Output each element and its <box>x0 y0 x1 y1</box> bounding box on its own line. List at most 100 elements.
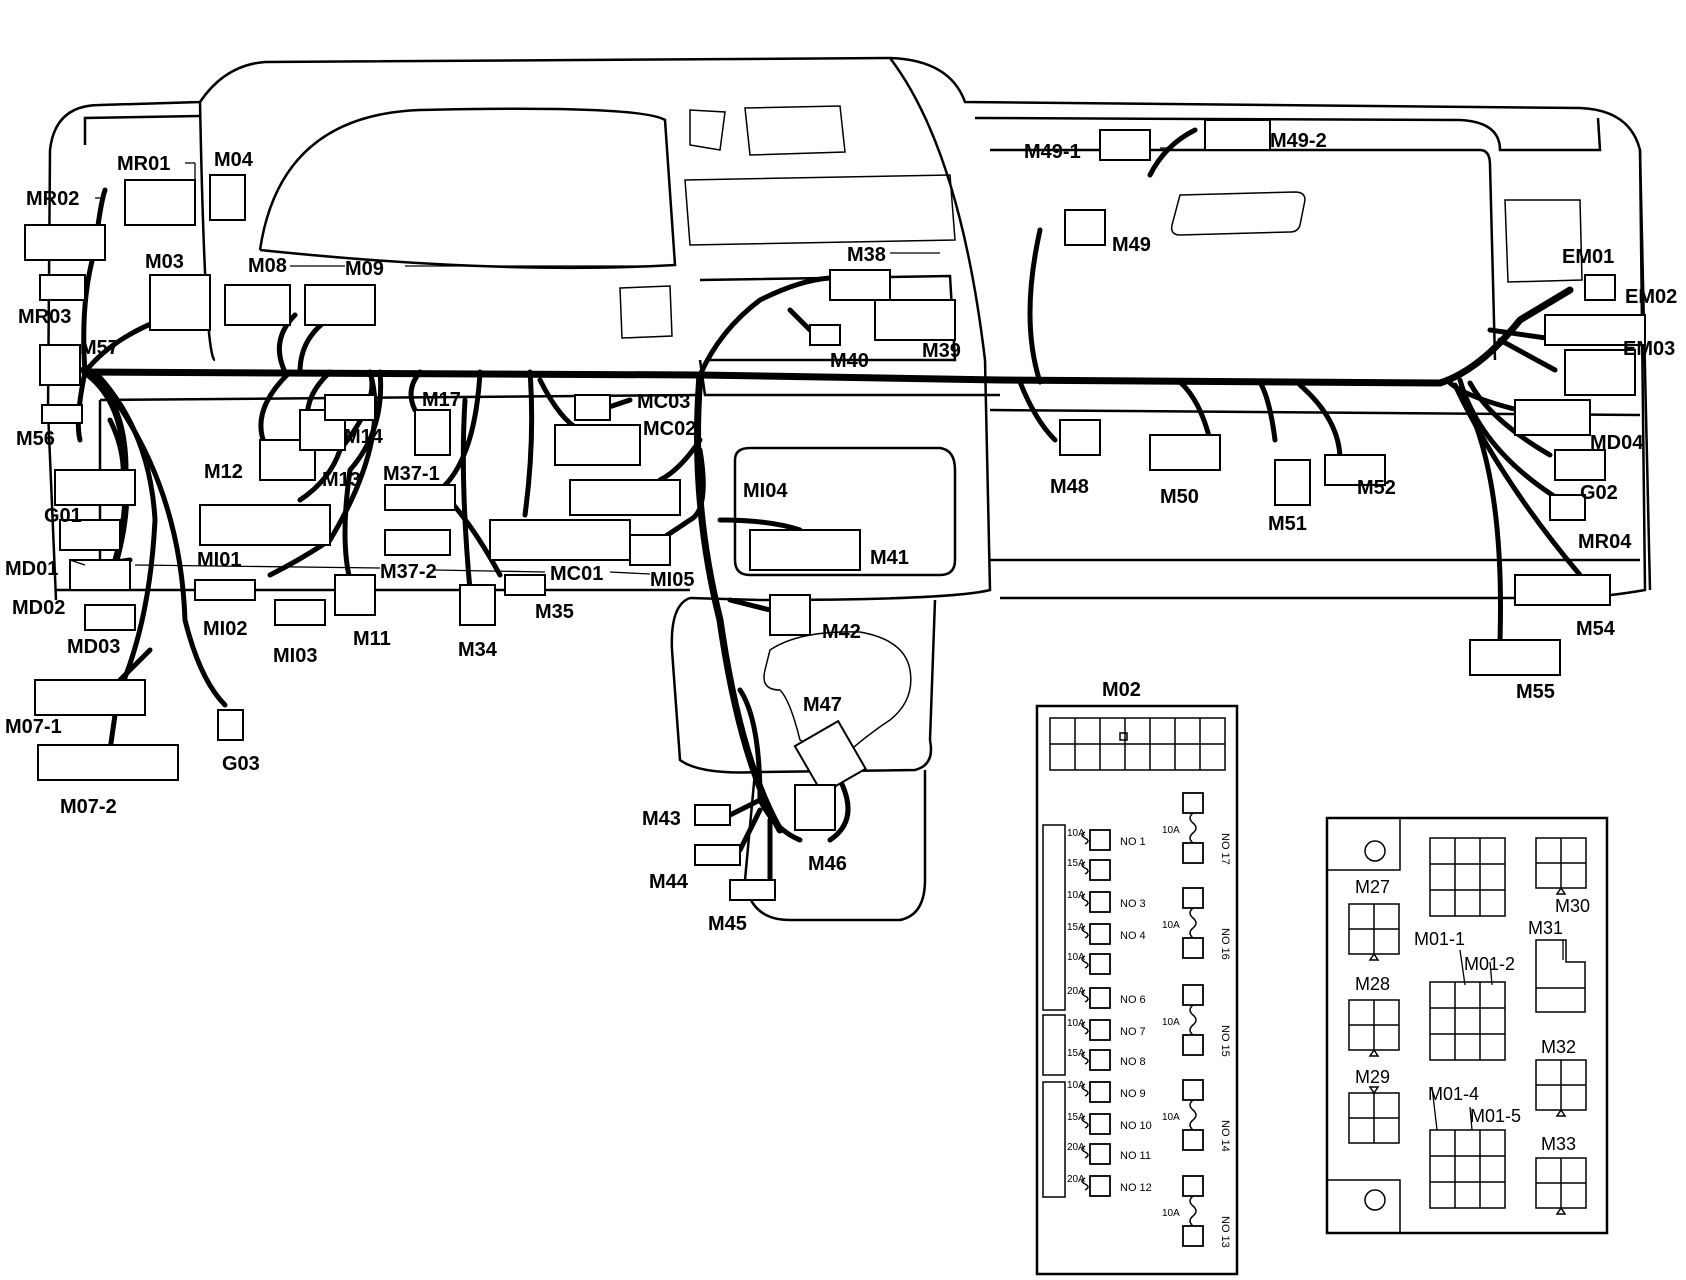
relay-M32 <box>1535 1059 1587 1111</box>
label-M01-1: M01-1 <box>1414 929 1465 949</box>
fuse-amp-label: 10A <box>1162 1112 1180 1123</box>
connector-labels: MR01 M04 MR02 M03 M08 M09 MR03 M57 M56 G… <box>5 130 1677 935</box>
label-M07-1: M07-1 <box>5 716 62 738</box>
relay-box: M27 M30 M31 M01-1 M01-2 M28 M32 M29 M01-… <box>1325 816 1609 1235</box>
fuse-slot <box>1089 829 1111 851</box>
relay-M28 <box>1348 999 1400 1051</box>
label-M29: M29 <box>1355 1067 1390 1087</box>
fuse-slot <box>1089 891 1111 913</box>
label-MI03: MI03 <box>273 645 317 667</box>
fuse-slot <box>1089 859 1111 881</box>
fuse-box-title: M02 <box>1102 679 1141 701</box>
label-MR01: MR01 <box>117 153 170 175</box>
label-MD03: MD03 <box>67 636 120 658</box>
fuse-slot <box>1182 1079 1204 1101</box>
fuse-slot <box>1182 1175 1204 1197</box>
fuse-number-label: NO 13 <box>1219 1216 1231 1248</box>
label-M52: M52 <box>1357 477 1396 499</box>
fuse-right-5: 10A NO 13 <box>1162 1175 1231 1248</box>
label-MC01: MC01 <box>550 563 603 585</box>
fuse-number-label: NO 1 <box>1120 836 1146 848</box>
fuse-slot <box>1089 923 1111 945</box>
fuse-slot <box>1089 1143 1111 1165</box>
fuse-right-4: 10A NO 14 <box>1162 1079 1231 1152</box>
fuse-slot <box>1089 1019 1111 1041</box>
fuse-left-6: 20A NO 6 <box>1067 986 1146 1009</box>
label-MR03: MR03 <box>18 306 71 328</box>
fuse-slot <box>1089 953 1111 975</box>
label-M43: M43 <box>642 808 681 830</box>
fuse-slot <box>1182 1034 1204 1056</box>
label-G01: G01 <box>44 505 82 527</box>
fuse-right-1: 10A NO 17 <box>1162 792 1231 865</box>
label-M08: M08 <box>248 255 287 277</box>
fuse-number-label: NO 4 <box>1120 930 1146 942</box>
label-M49-1: M49-1 <box>1024 141 1081 163</box>
relay-M01-4-5 <box>1429 1129 1506 1209</box>
label-EM03: EM03 <box>1623 338 1675 360</box>
fuse-amp-label: 15A <box>1067 1112 1085 1123</box>
label-M35: M35 <box>535 601 574 623</box>
fuse-amp-label: 20A <box>1067 986 1085 997</box>
relay-M30 <box>1535 837 1587 889</box>
label-M31: M31 <box>1528 918 1563 938</box>
fuse-number-label: NO 16 <box>1219 928 1231 960</box>
fuse-number-label: NO 11 <box>1120 1150 1151 1162</box>
fuse-box-top-grid <box>1050 718 1225 770</box>
fuse-slot <box>1089 1081 1111 1103</box>
fuse-number-label: NO 6 <box>1120 994 1146 1006</box>
relay-grid-top <box>1429 837 1506 917</box>
relay-M33 <box>1535 1157 1587 1209</box>
label-M45: M45 <box>708 913 747 935</box>
label-M41: M41 <box>870 547 909 569</box>
label-M51: M51 <box>1268 513 1307 535</box>
fuse-number-label: NO 7 <box>1120 1026 1146 1038</box>
fuse-number-label: NO 3 <box>1120 898 1146 910</box>
label-M49: M49 <box>1112 234 1151 256</box>
label-M39: M39 <box>922 340 961 362</box>
fuse-number-label: NO 14 <box>1219 1120 1231 1152</box>
fuse-amp-label: 20A <box>1067 1142 1085 1153</box>
label-M54: M54 <box>1576 618 1616 640</box>
fuse-number-label: NO 17 <box>1219 833 1231 865</box>
fuse-slot <box>1182 937 1204 959</box>
label-G03: G03 <box>222 753 260 775</box>
label-M13: M13 <box>322 469 361 491</box>
fuse-amp-label: 10A <box>1067 952 1085 963</box>
fuse-amp-label: 15A <box>1067 858 1085 869</box>
label-M27: M27 <box>1355 877 1390 897</box>
leader-lines <box>69 147 1170 575</box>
label-M04: M04 <box>214 149 254 171</box>
fuse-slot <box>1089 1049 1111 1071</box>
fuse-number-label: NO 10 <box>1120 1120 1152 1132</box>
label-M46: M46 <box>808 853 847 875</box>
label-M40: M40 <box>830 350 869 372</box>
fuse-left-10: 15A NO 10 <box>1067 1112 1152 1135</box>
label-M37-2: M37-2 <box>380 561 437 583</box>
label-M07-2: M07-2 <box>60 796 117 818</box>
label-EM01: EM01 <box>1562 246 1614 268</box>
fuse-slot <box>1089 987 1111 1009</box>
label-M49-2: M49-2 <box>1270 130 1327 152</box>
label-M44: M44 <box>649 871 689 893</box>
label-MR04: MR04 <box>1578 531 1632 553</box>
label-M33: M33 <box>1541 1134 1576 1154</box>
label-M47: M47 <box>803 694 842 716</box>
label-M09: M09 <box>345 258 384 280</box>
dashboard-outline <box>46 56 1652 922</box>
fuse-amp-label: 10A <box>1162 1208 1180 1219</box>
relay-M01-1-2 <box>1429 981 1506 1061</box>
fuse-amp-label: 10A <box>1162 1017 1180 1028</box>
relay-M31 <box>1535 939 1586 1013</box>
fuse-left-5: 10A <box>1067 952 1111 975</box>
fuse-amp-label: 10A <box>1162 825 1180 836</box>
fuse-left-2: 15A <box>1067 858 1111 881</box>
label-M32: M32 <box>1541 1037 1576 1057</box>
fuse-slot <box>1182 887 1204 909</box>
label-MC02: MC02 <box>643 418 696 440</box>
label-M48: M48 <box>1050 476 1089 498</box>
